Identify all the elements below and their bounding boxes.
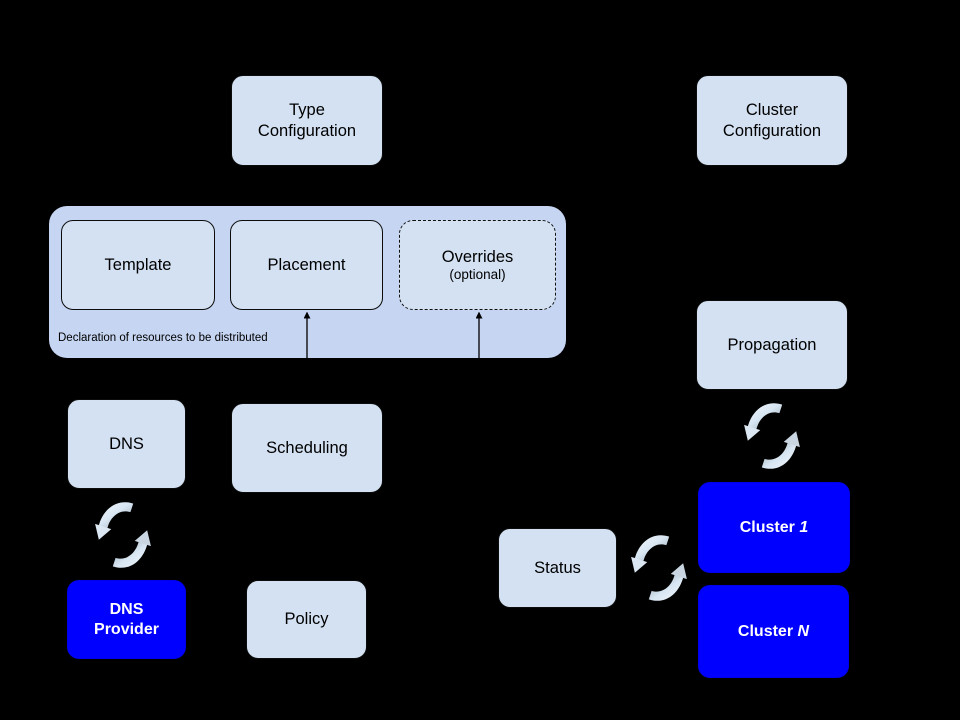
node-placement[interactable]: Placement: [230, 220, 383, 310]
node-status-label: Status: [534, 558, 581, 577]
node-overrides-label: Overrides: [441, 247, 514, 266]
node-cluster-n-label: Cluster N: [737, 622, 810, 640]
node-policy-label: Policy: [284, 610, 329, 629]
node-dns-provider-label: DNS Provider: [94, 600, 159, 638]
node-overrides[interactable]: Overrides (optional): [399, 220, 556, 310]
node-type-configuration[interactable]: Type Configuration: [231, 75, 383, 166]
group-federated-resource-caption: Declaration of resources to be distribut…: [58, 332, 268, 344]
sync-icon-status: [631, 535, 687, 601]
node-scheduling-label: Scheduling: [266, 438, 348, 457]
node-dns-label: DNS: [109, 434, 144, 453]
node-dns[interactable]: DNS: [67, 399, 186, 489]
node-propagation-label: Propagation: [727, 335, 817, 354]
node-cluster-configuration[interactable]: Cluster Configuration: [696, 75, 848, 166]
node-template[interactable]: Template: [61, 220, 215, 310]
node-cluster-configuration-label: Cluster Configuration: [722, 101, 822, 140]
sync-icon-dns: [95, 502, 151, 568]
node-placement-label: Placement: [267, 255, 346, 274]
node-propagation[interactable]: Propagation: [696, 300, 848, 390]
sync-icon-propagation: [744, 403, 800, 469]
node-overrides-sublabel: (optional): [449, 266, 506, 282]
node-cluster-1-label: Cluster 1: [739, 518, 809, 536]
node-template-label: Template: [104, 255, 172, 274]
node-status[interactable]: Status: [498, 528, 617, 608]
node-dns-provider[interactable]: DNS Provider: [67, 580, 186, 659]
node-policy[interactable]: Policy: [246, 580, 367, 659]
node-cluster-1[interactable]: Cluster 1: [698, 482, 850, 573]
node-scheduling[interactable]: Scheduling: [231, 403, 383, 493]
node-cluster-n[interactable]: Cluster N: [698, 585, 849, 678]
node-type-configuration-label: Type Configuration: [257, 101, 357, 140]
